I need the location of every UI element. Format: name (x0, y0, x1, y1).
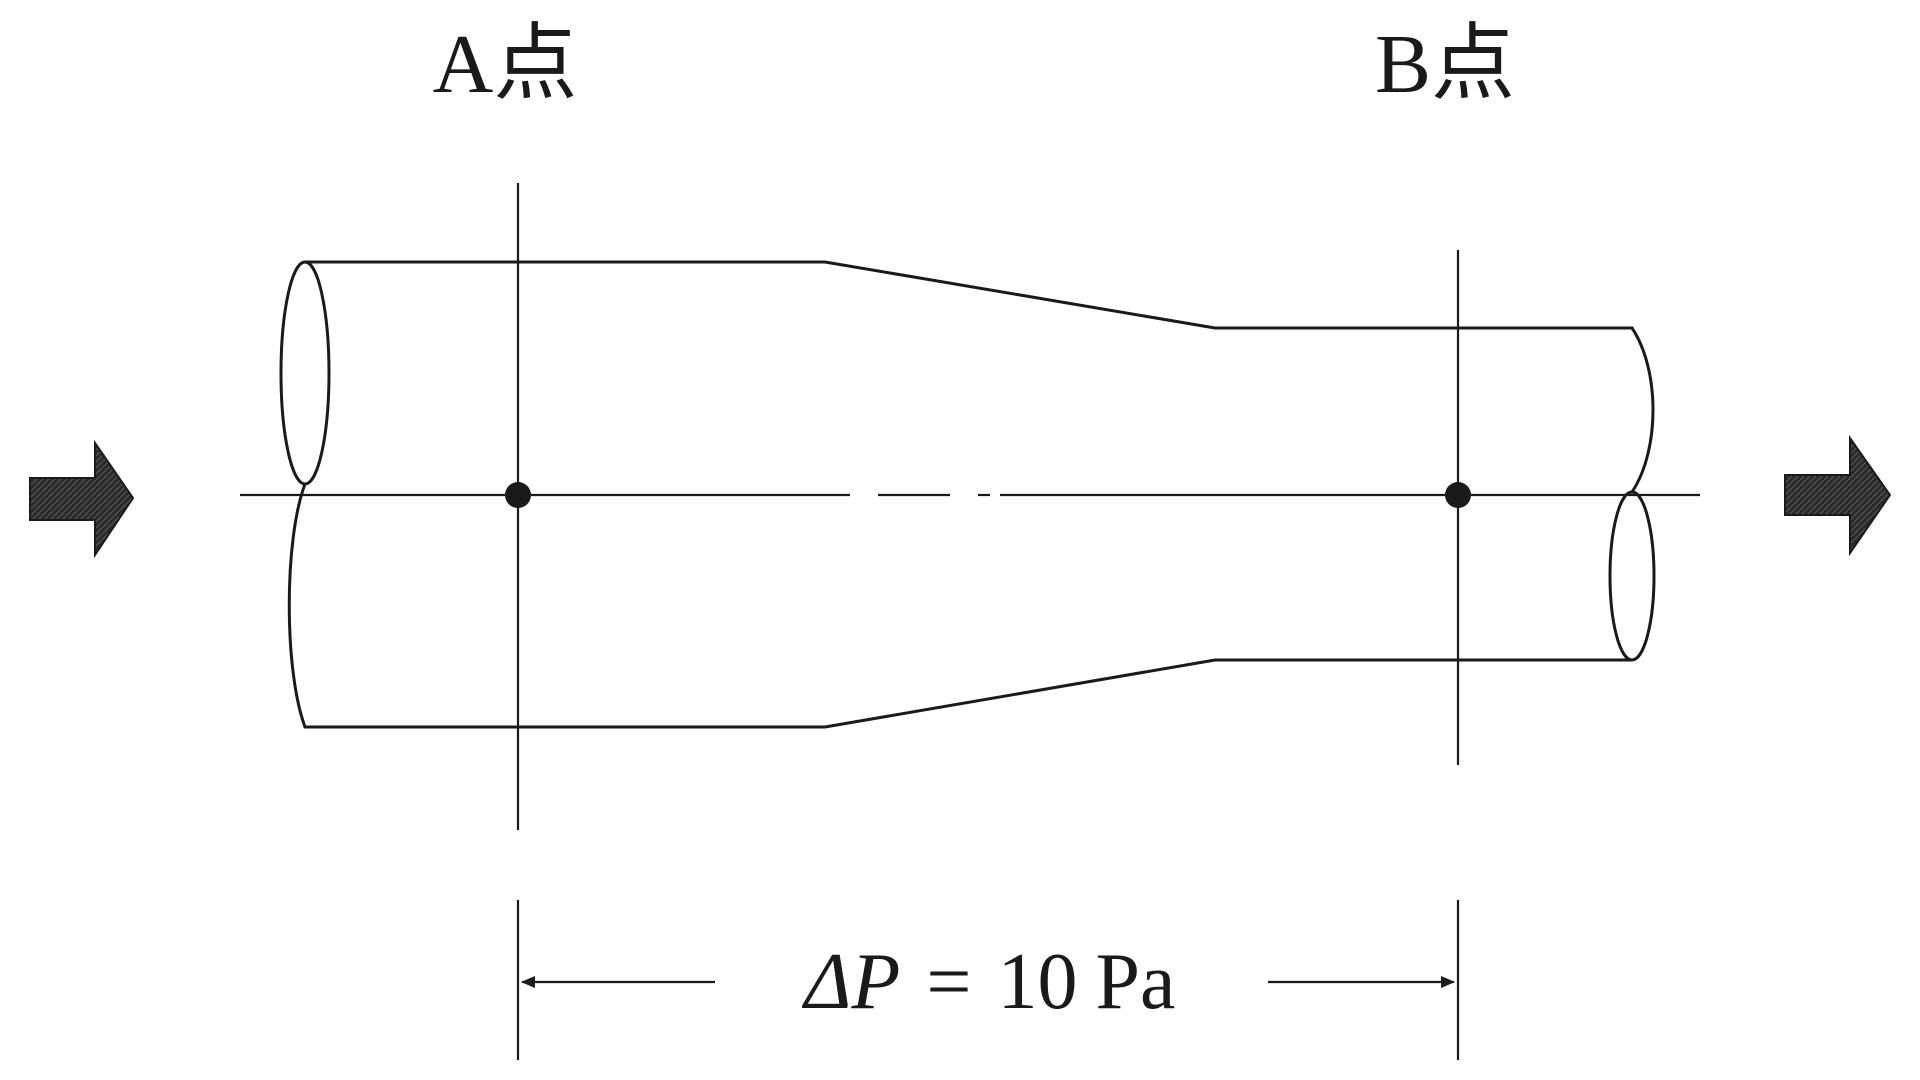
pipe-top-edge (303, 260, 1634, 330)
point-b-marker (1445, 482, 1471, 508)
point-a-label: A点 (433, 18, 578, 111)
pressure-value: 10 (997, 938, 1077, 1026)
point-a-marker (505, 482, 531, 508)
point-b-label: B点 (1375, 18, 1515, 111)
flow-in-arrow-icon (29, 439, 135, 559)
pipe-bottom-edge (303, 658, 1634, 729)
delta-symbol: Δ (802, 938, 852, 1026)
outlet-opening-ellipse (1608, 490, 1656, 662)
inlet-opening-ellipse (279, 260, 331, 486)
equals-sign: = (926, 938, 971, 1026)
flow-out-arrow-icon (1784, 434, 1892, 557)
outlet-upper-outline (1630, 326, 1655, 494)
pressure-variable: P (850, 938, 900, 1026)
inlet-lower-outline (287, 482, 307, 729)
pressure-unit: Pa (1095, 938, 1175, 1026)
